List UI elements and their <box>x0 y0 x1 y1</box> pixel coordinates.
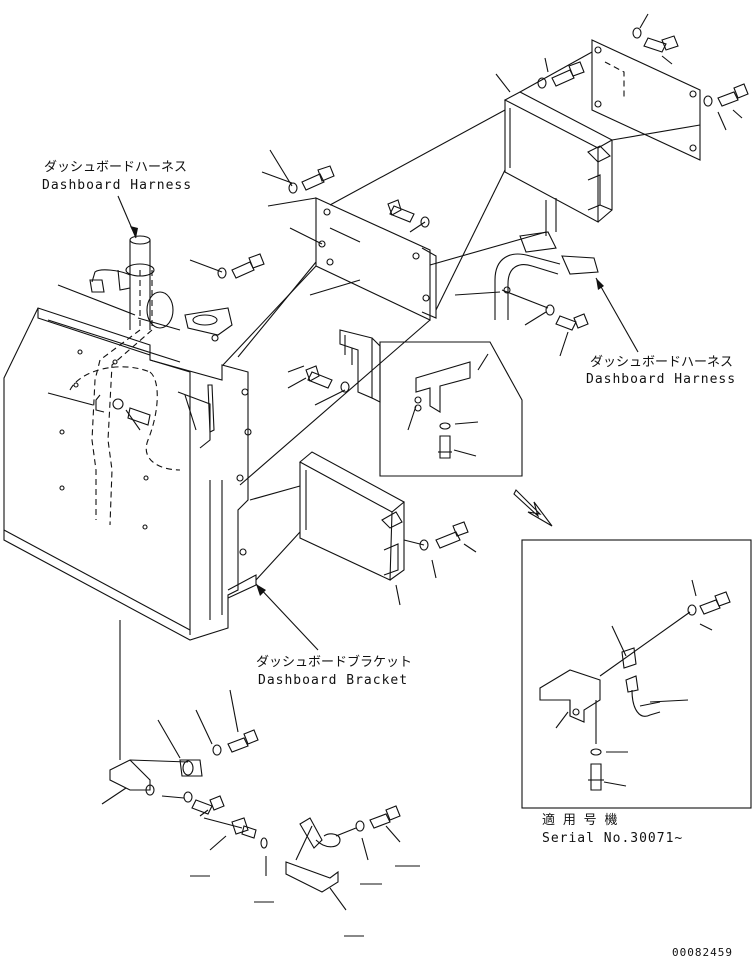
harness-top-label-jp: ダッシュボードハーネス <box>44 160 188 175</box>
lower-cover-box <box>249 451 477 606</box>
bolt-set-top-right <box>495 13 749 131</box>
leader-line <box>57 284 136 316</box>
leader-harness-top <box>117 195 138 239</box>
dashboard-harness-right <box>454 198 639 357</box>
dashboard-panel <box>3 270 257 641</box>
detail-inset-upper <box>379 341 523 477</box>
harness-right-label-jp: ダッシュボードハーネス <box>590 355 734 370</box>
bolt-set-upper <box>189 165 430 406</box>
small-bracket <box>339 329 381 403</box>
dashboard-harness-top <box>89 235 233 336</box>
leader-bracket <box>255 583 319 651</box>
cover-plate <box>222 197 437 486</box>
serial-label-jp: 適 用 号 機 <box>542 813 618 828</box>
drawing-number: 00082459 <box>672 946 733 959</box>
lower-bracket-assembly <box>101 620 420 937</box>
serial-label-en: Serial No.30071~ <box>542 831 684 846</box>
harness-right-label-en: Dashboard Harness <box>586 372 737 387</box>
bracket-label-en: Dashboard Bracket <box>258 673 409 688</box>
harness-top-label-en: Dashboard Harness <box>42 178 193 193</box>
arrow-detail <box>513 489 553 527</box>
detail-inset-lower <box>521 539 752 809</box>
bracket-label-jp: ダッシュボードブラケット <box>256 655 413 670</box>
top-right-plate <box>519 39 701 161</box>
